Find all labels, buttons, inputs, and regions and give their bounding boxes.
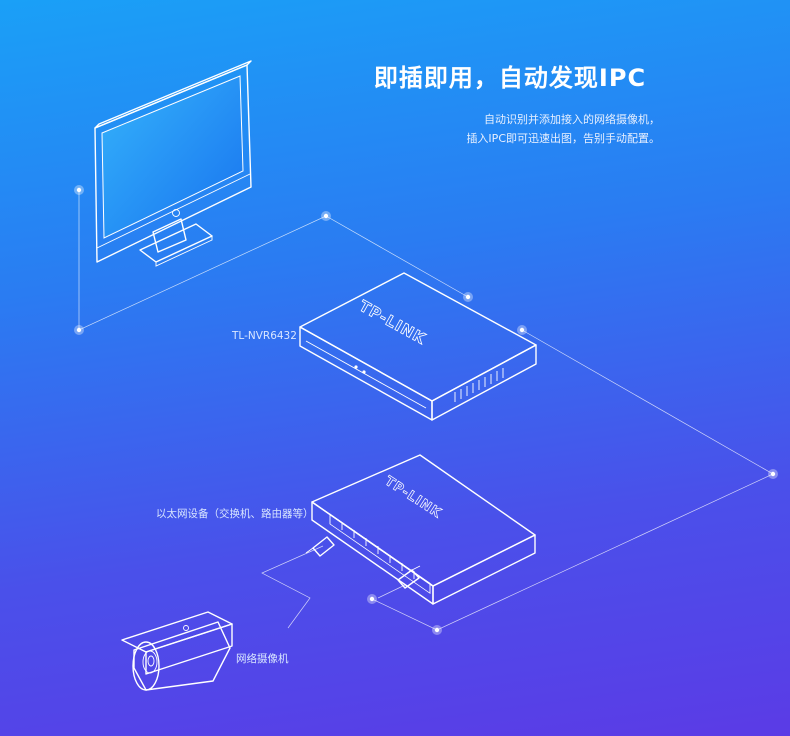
nvr-vent-icon xyxy=(454,368,504,402)
switch-brand-logo: TP-LINK xyxy=(382,474,444,522)
page-title: 即插即用，自动发现IPC xyxy=(373,64,647,92)
junction-dot xyxy=(465,294,471,300)
monitor-icon xyxy=(94,60,252,267)
description-line-2: 插入IPC即可迅速出图，告别手动配置。 xyxy=(466,132,660,145)
junction-dot xyxy=(519,327,525,333)
nvr-to-switch-line xyxy=(371,329,774,631)
ip-camera-icon xyxy=(121,611,233,691)
nvr-label: TL-NVR6432 xyxy=(232,330,297,342)
junction-dot xyxy=(323,213,329,219)
description: 自动识别并添加接入的网络摄像机， 插入IPC即可迅速出图，告别手动配置。 xyxy=(360,110,660,148)
switch-label: 以太网设备（交换机、路由器等） xyxy=(156,508,314,520)
junction-dot xyxy=(76,187,82,193)
monitor-to-nvr-line xyxy=(78,190,469,331)
camera-label: 网络摄像机 xyxy=(236,653,289,665)
switch-ports-icon xyxy=(329,513,431,595)
switch-device-icon: TP-LINK xyxy=(311,454,536,605)
junction-dot xyxy=(76,327,82,333)
junction-dot xyxy=(770,471,776,477)
ethernet-plug-icon xyxy=(305,536,335,557)
nvr-brand-logo: TP-LINK xyxy=(356,297,429,349)
camera-to-switch-line xyxy=(261,545,324,629)
nvr-device-icon: TP-LINK xyxy=(299,272,537,421)
connection-lines xyxy=(78,190,774,631)
ethernet-plug-icon xyxy=(397,565,421,589)
switch-uplink-line xyxy=(377,584,406,599)
junction-dots xyxy=(74,185,778,635)
junction-dot xyxy=(434,627,440,633)
description-line-1: 自动识别并添加接入的网络摄像机， xyxy=(484,113,660,126)
junction-dot xyxy=(369,596,375,602)
